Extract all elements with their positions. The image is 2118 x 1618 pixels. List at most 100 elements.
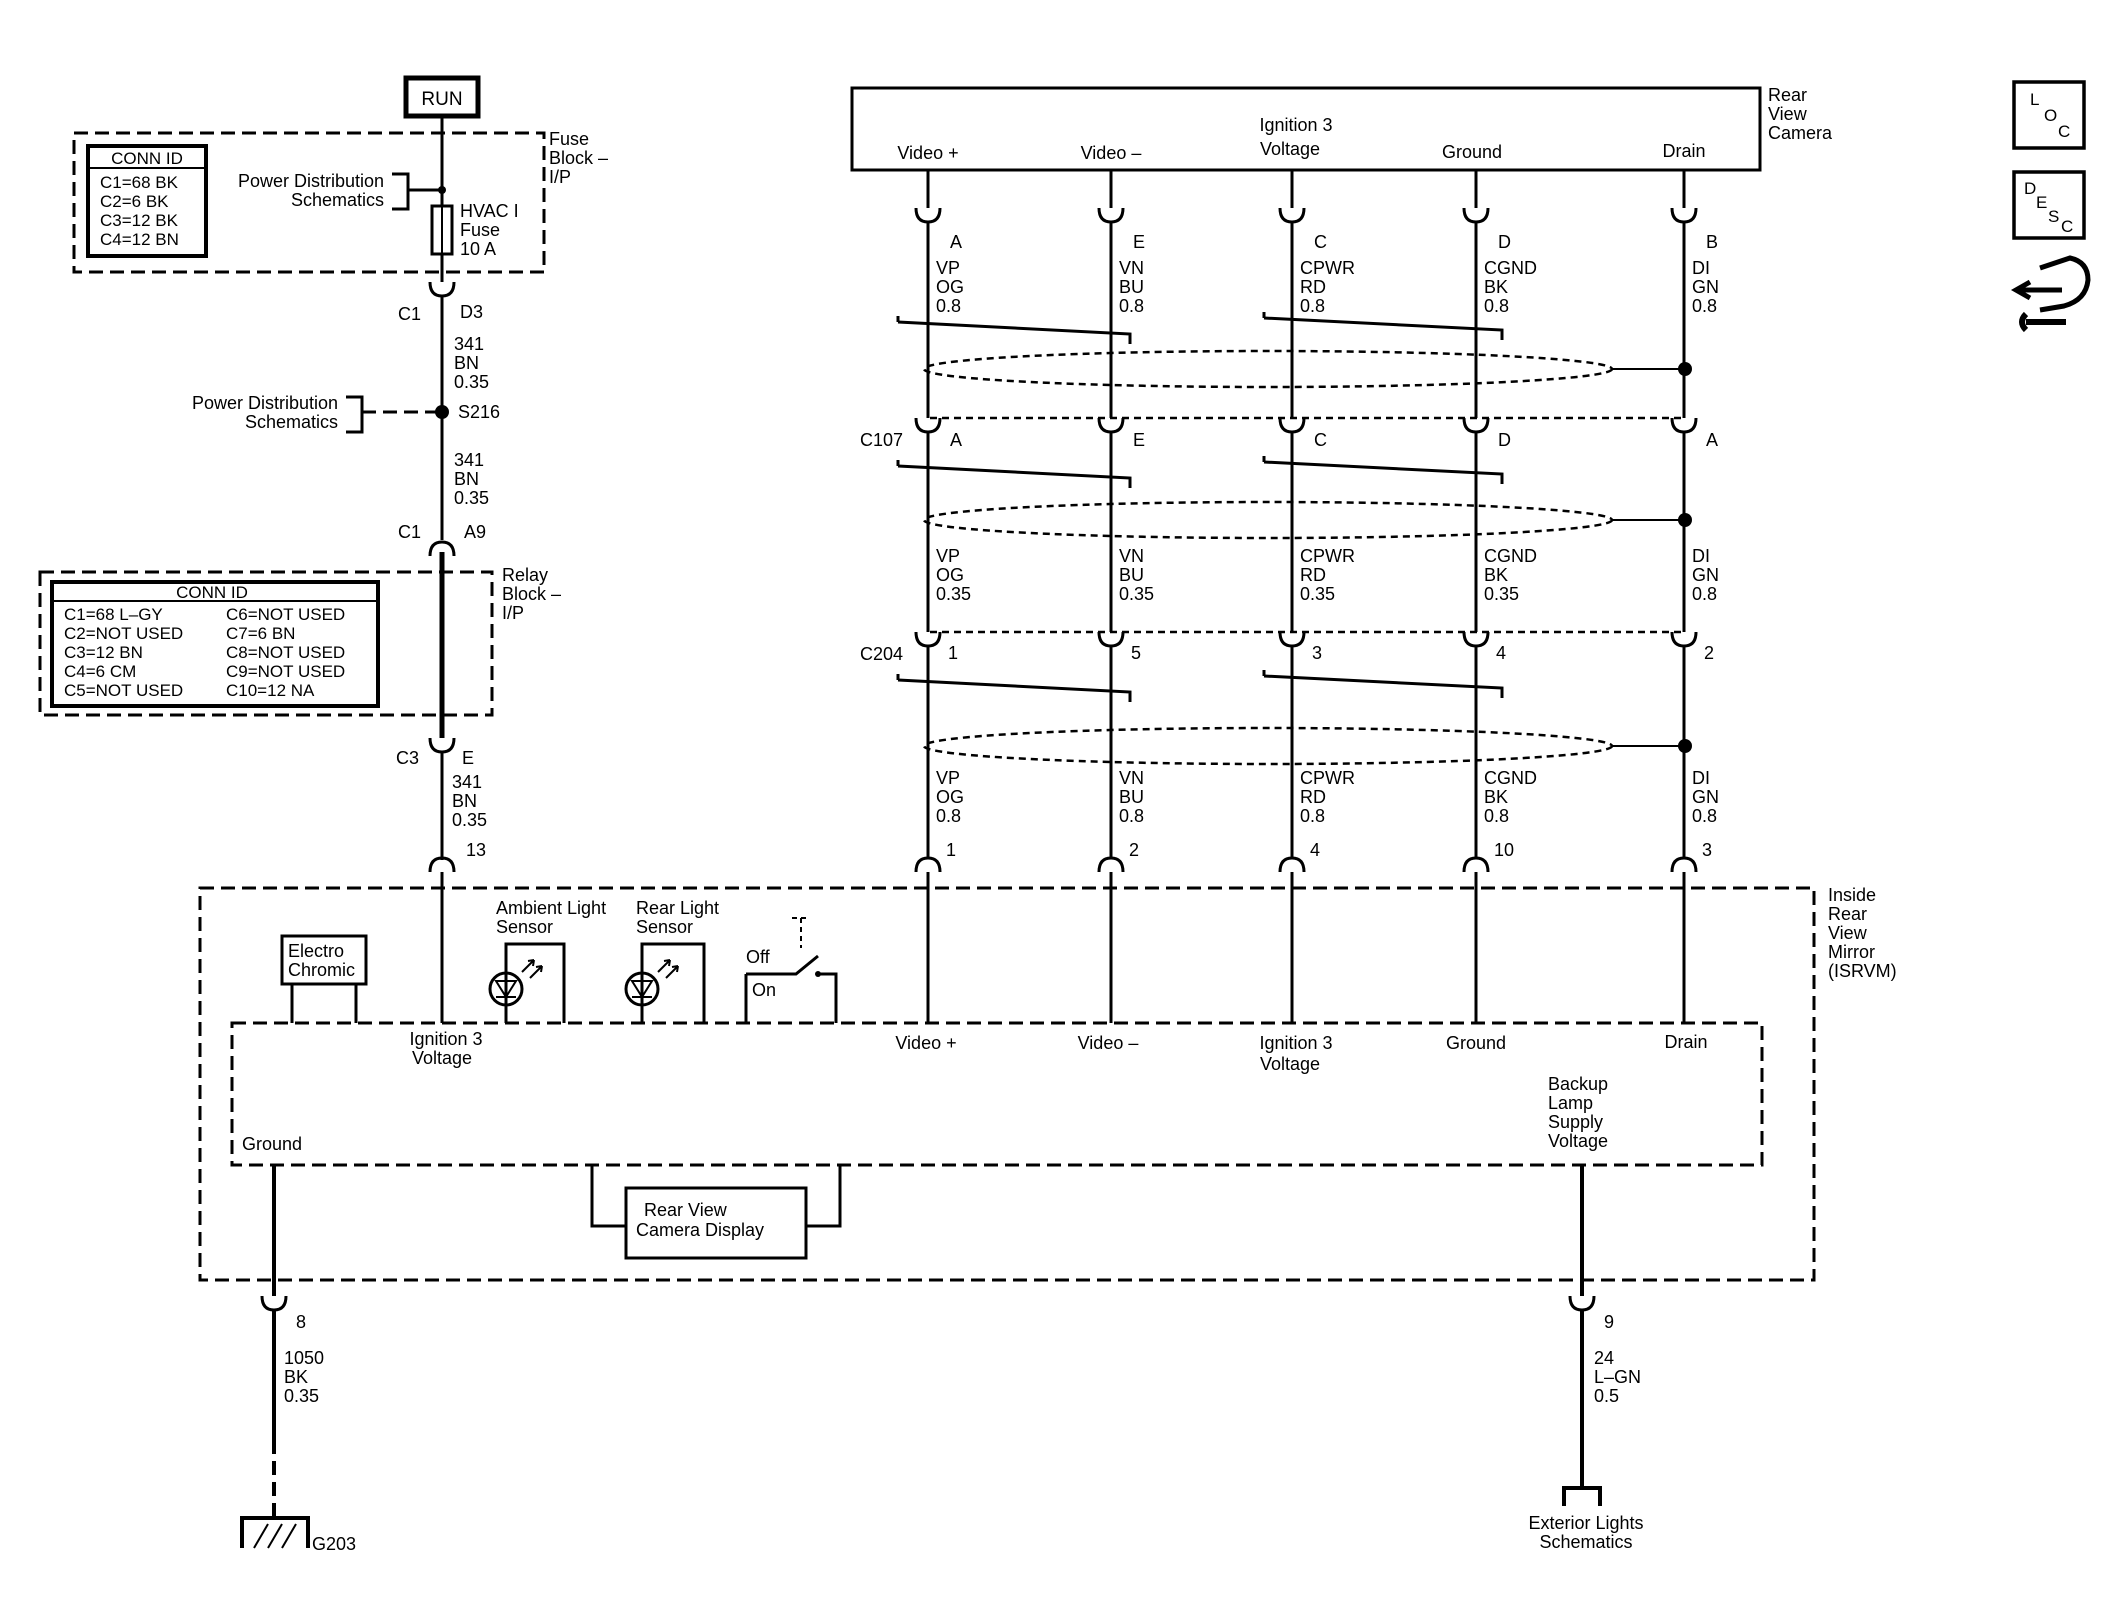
wire-color-label: BU: [1119, 787, 1144, 807]
camera-connector-pin: [1278, 207, 1306, 224]
mirror-title-2: Rear: [1828, 904, 1867, 924]
fuse-label-2: Fuse: [460, 220, 500, 240]
twist-marker: [1263, 674, 1504, 698]
schematic-reference-terminator: [1562, 1486, 1602, 1506]
wire-circuit-label: CPWR: [1300, 768, 1355, 788]
wire-circuit-label: 341: [454, 334, 484, 354]
wire-color-label: L–GN: [1594, 1367, 1641, 1387]
power-dist-bracket: [392, 172, 442, 211]
wire-gauge-label: 0.8: [1119, 806, 1144, 826]
camera-pin-drain: Drain: [1662, 141, 1705, 161]
electrochromic-box: [280, 934, 368, 986]
ground-g203-label: G203: [312, 1534, 356, 1554]
shield-ellipse: [922, 726, 1614, 766]
mode-switch-icon[interactable]: [744, 917, 838, 1023]
mirror-pin-label: 1: [946, 840, 956, 860]
wire-color-label: BU: [1119, 277, 1144, 297]
svg-text:O: O: [2044, 106, 2057, 125]
mirror-title-5: (ISRVM): [1828, 961, 1897, 981]
c107-pin-label: E: [1133, 430, 1145, 450]
relay-conn-row: C5=NOT USED: [64, 681, 183, 700]
twist-marker: [1263, 316, 1504, 340]
wire-color-label: RD: [1300, 277, 1326, 297]
mirror-pin-label: 4: [1310, 840, 1320, 860]
ambient-light-sensor-icon: [488, 942, 566, 1023]
c107-connector-pin: [1670, 417, 1698, 434]
wire-circuit-label: VN: [1119, 546, 1144, 566]
mirror-ground-right-label: Ground: [1446, 1033, 1506, 1053]
relay-conn-row: C6=NOT USED: [226, 605, 345, 624]
fuse-label-1: HVAC I: [460, 201, 519, 221]
wire-circuit-label: DI: [1692, 768, 1710, 788]
mirror-title-1: Inside: [1828, 885, 1876, 905]
c204-pin-label: 3: [1312, 643, 1322, 663]
splice-power-dist-label-1: Power Distribution: [192, 393, 338, 413]
rear-view-camera-box: [850, 86, 1762, 172]
wire-circuit-label: DI: [1692, 546, 1710, 566]
relay-conn-row: C10=12 NA: [226, 681, 315, 700]
exterior-lights-label-1: Exterior Lights: [1528, 1513, 1643, 1533]
backup-lamp-label-1: Backup: [1548, 1074, 1608, 1094]
fuse-power-dist-label-1: Power Distribution: [238, 171, 384, 191]
wire-gauge-label: 0.8: [1119, 296, 1144, 316]
loc-icon[interactable]: L O C: [2012, 80, 2086, 150]
rear-sensor-label-1: Rear Light: [636, 898, 719, 918]
relay-conn-row: C9=NOT USED: [226, 662, 345, 681]
fuse-block-outline: [72, 131, 546, 274]
svg-text:L: L: [2030, 90, 2039, 109]
c204-pin-label: 2: [1704, 643, 1714, 663]
svg-text:S: S: [2048, 207, 2059, 226]
rear-sensor-label-2: Sensor: [636, 917, 693, 937]
wire-gauge-label: 0.35: [454, 372, 489, 392]
wire-circuit-label: CGND: [1484, 546, 1537, 566]
backup-lamp-label-3: Supply: [1548, 1112, 1603, 1132]
connector-diagnostic-icon[interactable]: [2010, 255, 2091, 333]
wire-gauge-label: 0.8: [1300, 296, 1325, 316]
ambient-sensor-label-1: Ambient Light: [496, 898, 606, 918]
wire-gauge-label: 0.8: [1484, 296, 1509, 316]
wire-color-label: BK: [1484, 277, 1508, 297]
splice-bracket: [346, 395, 364, 434]
twist-marker: [897, 678, 1132, 702]
wire-circuit-label: CPWR: [1300, 546, 1355, 566]
mirror-video-minus-label: Video –: [1078, 1033, 1139, 1053]
switch-on-label: On: [752, 980, 776, 1000]
desc-icon[interactable]: D E S C: [2012, 170, 2086, 240]
fuse-power-dist-label-2: Schematics: [291, 190, 384, 210]
electrochromic-label-2: Chromic: [288, 960, 355, 980]
camera-pin-video-plus: Video +: [897, 143, 958, 163]
c107-pin-label: A: [1706, 430, 1718, 450]
c204-connector-pin: [914, 631, 942, 648]
c204-connector-pin: [1462, 631, 1490, 648]
camera-pin-video-minus: Video –: [1081, 143, 1142, 163]
mirror-video-plus-label: Video +: [895, 1033, 956, 1053]
camera-pin-letter: C: [1314, 232, 1327, 252]
relay-conn-id-table: CONN ID C1=68 L–GY C2=NOT USED C3=12 BN …: [50, 580, 380, 708]
mirror-pin-13-connector: [428, 856, 456, 873]
c107-connector-pin: [1278, 417, 1306, 434]
wire-color-label: GN: [1692, 277, 1719, 297]
wire-color-label: GN: [1692, 787, 1719, 807]
backup-pin-9-label: 9: [1604, 1312, 1614, 1332]
wire-gauge-label: 0.35: [1484, 584, 1519, 604]
twisted-pair-shield-2: [896, 456, 1692, 540]
twist-marker: [897, 320, 1132, 344]
wire-color-label: RD: [1300, 565, 1326, 585]
exterior-lights-label-2: Schematics: [1539, 1532, 1632, 1552]
c107-pin-label: C: [1314, 430, 1327, 450]
camera-display-label-2: Camera Display: [636, 1220, 764, 1240]
camera-title-1: Rear: [1768, 85, 1807, 105]
shield-ellipse: [922, 349, 1614, 389]
camera-connector-pin: [1097, 207, 1125, 224]
connector-c1-a9: [428, 540, 456, 557]
relay-block-label-1: Relay: [502, 565, 548, 585]
wire-circuit-label: 1050: [284, 1348, 324, 1368]
camera-pin-ground: Ground: [1442, 142, 1502, 162]
switch-off-label: Off: [746, 947, 771, 967]
wire-color-label: OG: [936, 787, 964, 807]
mirror-ignition-label-2: Voltage: [412, 1048, 472, 1068]
camera-wire-columns: AVPOG0.8AVPOG0.351VPOG0.81EVNBU0.8EVNBU0…: [914, 170, 1719, 1023]
pin-a9-label: A9: [464, 522, 486, 542]
mirror-ignition2-label-1: Ignition 3: [1259, 1033, 1332, 1053]
splice-power-dist-label-2: Schematics: [245, 412, 338, 432]
